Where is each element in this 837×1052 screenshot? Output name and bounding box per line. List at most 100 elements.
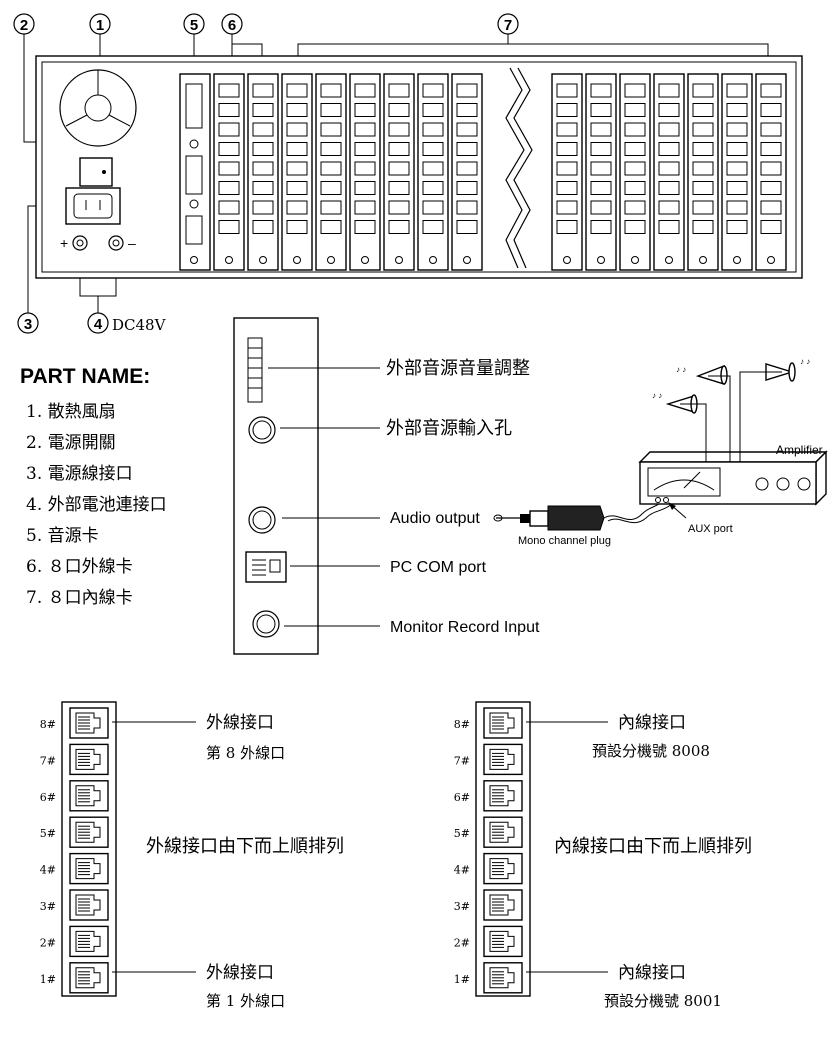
power-socket [65,187,121,225]
rj-port [624,142,646,156]
rj-port [658,161,680,176]
rj-port [658,181,680,195]
port-number: 8# [40,718,56,731]
rj-port [658,220,680,234]
rj-port [456,161,478,176]
port-number: 8# [454,718,470,731]
rj-port [422,181,444,195]
line-card [687,73,719,271]
outside-order-note: 外線接口由下而上順排列 [146,836,344,857]
rj-port [692,103,714,117]
rj-port [218,181,240,195]
rj-port [320,220,342,234]
rj-port [590,220,612,234]
rj-port [354,83,376,98]
rj-port [760,181,782,195]
rj-port [218,161,240,176]
rj-port [692,142,714,156]
rj-port [590,103,612,117]
rj45-port [69,816,109,848]
rj-port [692,220,714,234]
dc-minus-sign: – [128,235,136,251]
callout-5-number: 5 [190,17,198,34]
rj-port [422,122,444,137]
rj-port [726,181,748,195]
line-card [755,73,787,271]
rj-port [388,103,410,117]
outside-port-card: 8#7#6#5#4#3#2#1# [40,701,117,997]
break-mark [505,67,533,269]
port-number: 5# [40,827,56,840]
rj-port [624,161,646,176]
rj-port [556,83,578,98]
rj-port [624,220,646,234]
rj-port [624,83,646,98]
rj-port [388,161,410,176]
inside-order-note: 內線接口由下而上順排列 [554,836,752,857]
line-card [281,73,313,271]
dc-jacks: + – [60,235,136,251]
part-item-2: 2. 電源開關 [26,433,116,453]
part-item-4: 4. 外部電池連接口 [26,495,167,515]
rj-port [218,200,240,215]
rj-port [354,200,376,215]
part-item-7: 7. ８口內線卡 [26,588,133,608]
svg-text:♪ ♪: ♪ ♪ [800,357,810,366]
callout-2-number: 2 [20,17,28,34]
rj-port [726,161,748,176]
rj-port [556,122,578,137]
inside-bottom-label: 內線接口 [618,963,686,983]
rj-port [320,200,342,215]
rj-port [692,161,714,176]
part-name-title: PART NAME: [20,365,150,388]
cooling-fan [59,69,137,147]
line-card [247,73,279,271]
port-number: 4# [454,864,470,877]
rj-port [760,122,782,137]
callout-7-number: 7 [504,17,512,34]
rj-port [590,181,612,195]
rj-port [252,122,274,137]
rj45-port [69,889,109,921]
rj-port [422,142,444,156]
rj-port [286,200,308,215]
rj-port [624,181,646,195]
rj-port [556,142,578,156]
rj-port [556,103,578,117]
label-external-volume: 外部音源音量調整 [386,358,530,379]
rj-port [456,142,478,156]
rj-port [760,200,782,215]
svg-text:♪ ♪: ♪ ♪ [676,365,686,374]
rj45-port [69,852,109,885]
callout-4-number: 4 [94,316,103,333]
callout-4: 4 [87,312,109,334]
outside-top-sublabel: 第 8 外線口 [206,744,285,762]
rj-port [624,122,646,137]
inside-port-card: 8#7#6#5#4#3#2#1# [454,701,531,997]
rj-port [422,103,444,117]
rj-port [692,122,714,137]
rj-port [624,200,646,215]
rj45-port [483,816,523,848]
callout-1-number: 1 [96,17,104,34]
rj-port [658,200,680,215]
port-cards: 8#7#6#5#4#3#2#1#8#7#6#5#4#3#2#1# [40,701,531,997]
port-number: 4# [40,864,56,877]
callout-6-number: 6 [228,17,236,34]
audio-source-card [179,73,211,271]
rj-port [354,103,376,117]
inside-top-sublabel: 預設分機號 8008 [592,742,710,760]
rj-port [388,122,410,137]
rj-port [286,83,308,98]
rj45-port [483,925,523,958]
port-number: 1# [40,973,56,986]
rj-port [252,161,274,176]
rj45-port [483,889,523,921]
label-amplifier: Amplifier [776,443,823,457]
part-item-6: 6. ８口外線卡 [26,557,133,577]
port-number: 5# [454,827,470,840]
label-monitor-record-input: Monitor Record Input [390,619,540,636]
outside-card-leaders [112,721,196,973]
